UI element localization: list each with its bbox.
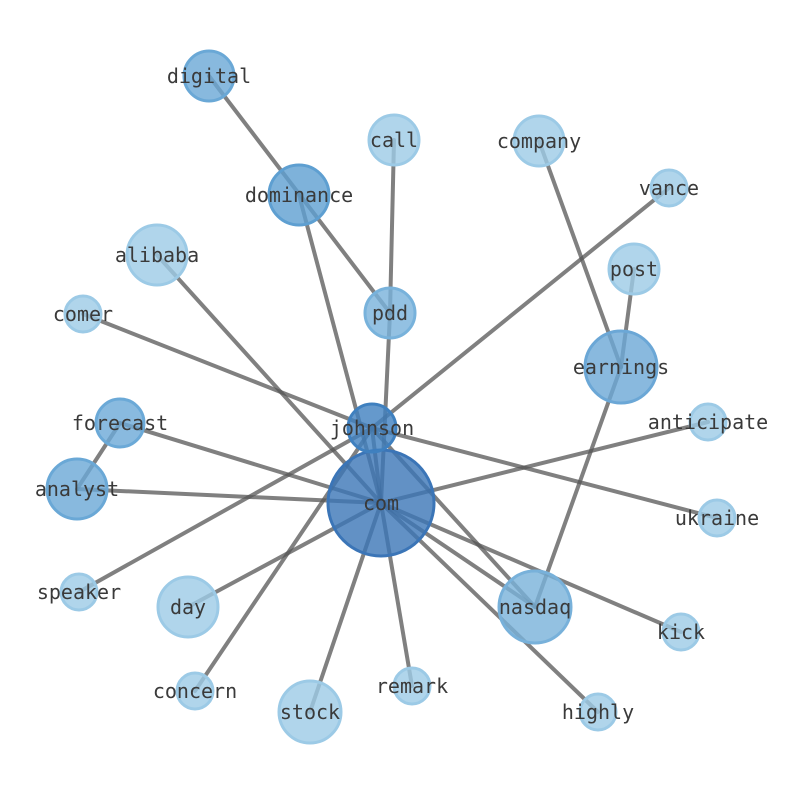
node-alibaba — [125, 223, 189, 287]
node-stock — [277, 679, 343, 745]
node-label-digital: digital — [167, 64, 251, 88]
node-nasdaq — [497, 569, 573, 645]
node-highly — [578, 692, 618, 732]
node-label-highly: highly — [562, 700, 634, 724]
node-anticipate — [688, 402, 728, 442]
node-day — [156, 575, 220, 639]
node-johnson — [346, 402, 398, 454]
node-label-call: call — [370, 128, 418, 152]
node-call — [367, 113, 421, 167]
node-label-ukraine: ukraine — [675, 506, 759, 530]
node-kick — [661, 612, 701, 652]
edge-johnson-comer — [81, 312, 374, 430]
node-company — [512, 114, 566, 168]
node-label-speaker: speaker — [37, 580, 121, 604]
node-label-pdd: pdd — [372, 301, 408, 325]
edge-johnson-vance — [370, 186, 671, 430]
node-label-dominance: dominance — [245, 183, 353, 207]
node-label-comer: comer — [53, 302, 113, 326]
edge-earnings-company — [537, 139, 623, 369]
node-label-company: company — [497, 129, 581, 153]
node-label-day: day — [170, 595, 206, 619]
node-vance — [649, 168, 689, 208]
node-label-analyst: analyst — [35, 477, 119, 501]
node-label-nasdaq: nasdaq — [499, 595, 571, 619]
node-ukraine — [697, 498, 737, 538]
node-label-stock: stock — [280, 700, 340, 724]
node-label-johnson: johnson — [330, 416, 414, 440]
node-concern — [175, 671, 215, 711]
node-speaker — [59, 572, 99, 612]
node-post — [607, 242, 661, 296]
edge-com-alibaba — [155, 253, 383, 505]
edge-johnson-speaker — [77, 426, 374, 594]
node-label-earnings: earnings — [573, 355, 669, 379]
node-label-post: post — [610, 257, 658, 281]
node-label-com: com — [363, 491, 399, 515]
node-dominance — [267, 163, 331, 227]
node-label-kick: kick — [657, 620, 705, 644]
node-label-forecast: forecast — [72, 411, 168, 435]
node-remark — [392, 666, 432, 706]
node-label-anticipate: anticipate — [648, 410, 768, 434]
node-label-concern: concern — [153, 679, 237, 703]
node-analyst — [45, 457, 109, 521]
node-label-vance: vance — [639, 176, 699, 200]
edge-com-anticipate — [379, 420, 710, 505]
nodes-layer — [45, 49, 737, 745]
edge-earnings-nasdaq — [533, 365, 623, 609]
node-earnings — [583, 329, 659, 405]
edge-johnson-ukraine — [370, 426, 719, 520]
edge-pdd-call — [388, 138, 396, 315]
labels-layer: com johnson earnings nasdaq dominance analyst… — [35, 64, 768, 724]
node-digital — [182, 49, 236, 103]
node-pdd — [363, 286, 417, 340]
node-comer — [63, 294, 103, 334]
node-forecast — [94, 397, 146, 449]
node-label-remark: remark — [376, 674, 448, 698]
node-label-alibaba: alibaba — [115, 243, 199, 267]
